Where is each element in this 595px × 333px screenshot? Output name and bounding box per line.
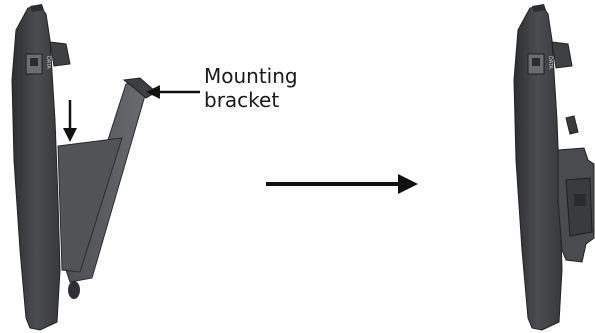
arrow-left-icon [146, 85, 200, 99]
handset-before: DATA [11, 4, 80, 331]
port-label: DATA [45, 56, 51, 69]
arrow-right-icon [266, 174, 418, 194]
port-label-after: DATA [547, 56, 553, 69]
callout-line-2: bracket [204, 88, 280, 112]
handset-after: DATA [513, 4, 573, 331]
mounting-bracket [57, 77, 157, 283]
mounted-bracket [557, 115, 595, 263]
arrow-down-icon [63, 100, 77, 142]
callout-line-1: Mounting [204, 64, 298, 88]
mounting-bracket-callout: Mounting bracket [204, 64, 298, 112]
